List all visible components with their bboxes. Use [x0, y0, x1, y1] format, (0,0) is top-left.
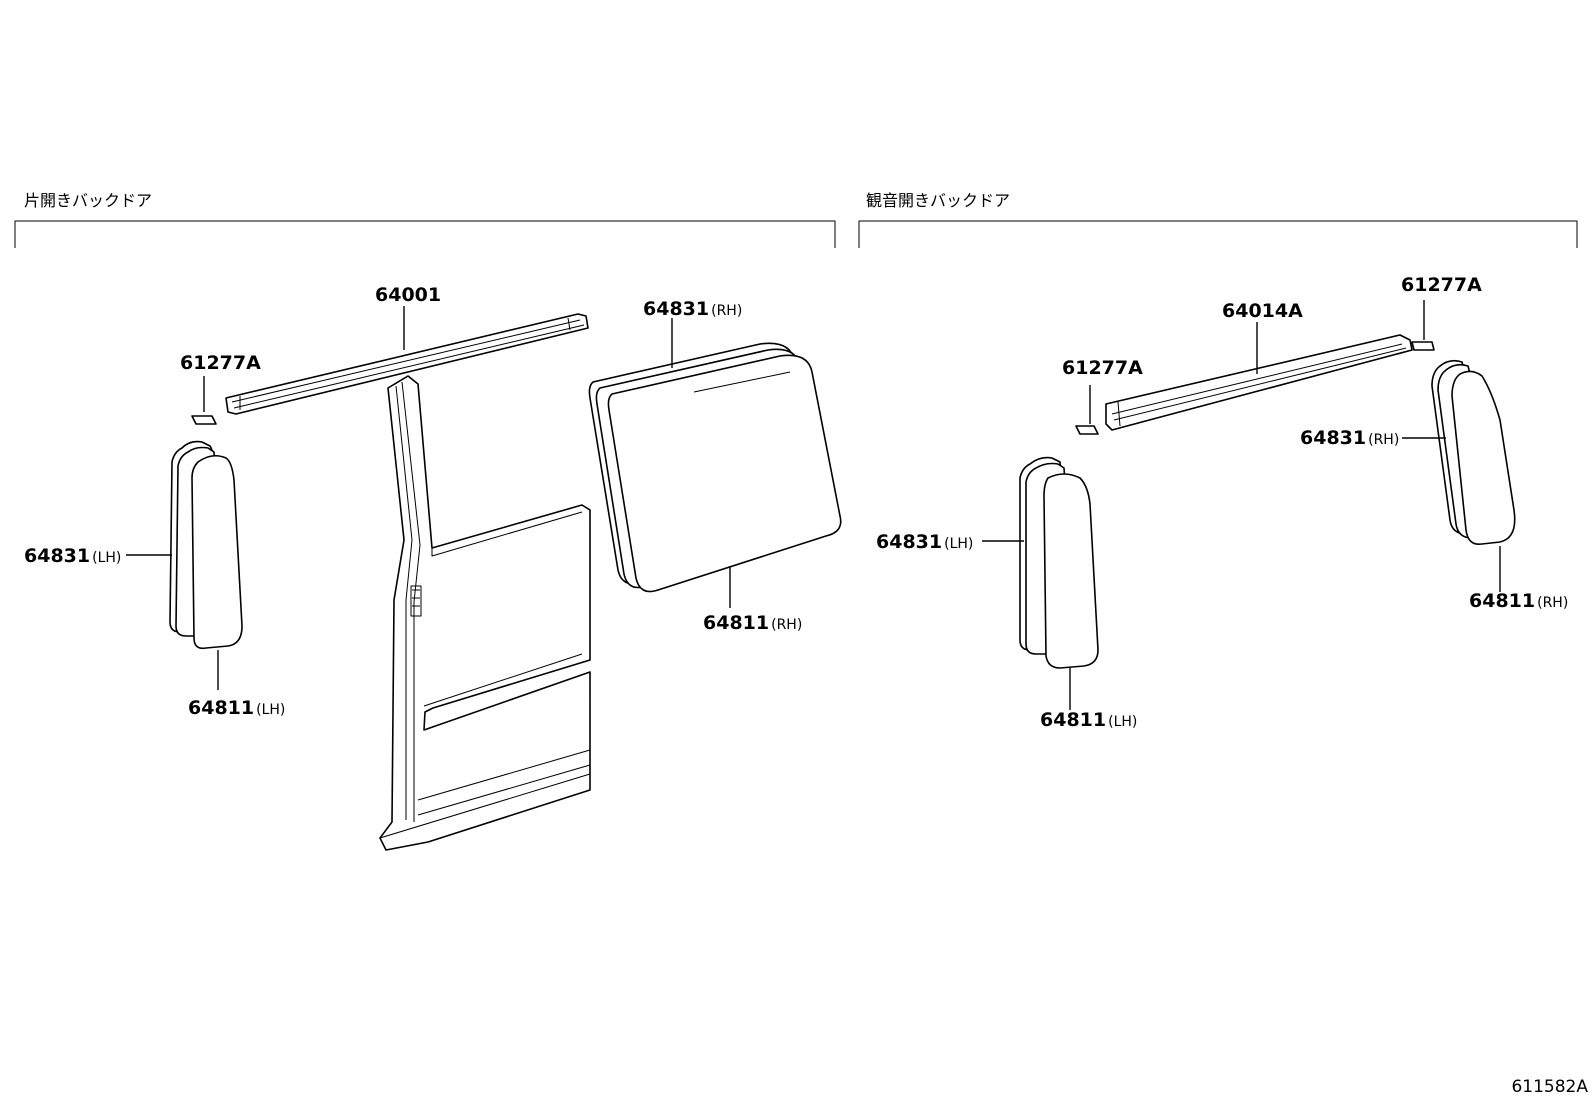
part-side: (RH) — [1368, 432, 1399, 448]
leader-lines-right — [982, 300, 1501, 710]
diagram-id: 611582A — [1511, 1077, 1588, 1097]
part-side: (RH) — [771, 617, 802, 633]
svg-text:64831(LH): 64831(LH) — [24, 545, 121, 567]
part-number: 64811 — [1469, 590, 1535, 612]
part-number: 64811 — [188, 697, 254, 719]
svg-text:64811(RH): 64811(RH) — [1469, 590, 1568, 612]
svg-text:64811(RH): 64811(RH) — [703, 612, 802, 634]
svg-text:61277A: 61277A — [1401, 274, 1482, 296]
part-window-rh-large — [588, 342, 842, 593]
svg-text:61277A: 61277A — [1062, 357, 1143, 379]
svg-text:64831(RH): 64831(RH) — [1300, 427, 1399, 449]
part-window-rh-right — [1431, 359, 1516, 546]
svg-text:64831(LH): 64831(LH) — [876, 531, 973, 553]
part-number: 64831 — [1300, 427, 1366, 449]
part-clip-61277a-right-left — [1075, 425, 1099, 435]
callout-64811-rh-left: 64811(RH) — [703, 612, 802, 634]
callout-61277a-right-left: 61277A — [1062, 357, 1143, 379]
group-right-header: 観音開きバックドア — [858, 191, 1578, 248]
part-roof-rail-64014a — [1105, 334, 1413, 431]
group-left-header: 片開きバックドア — [14, 191, 836, 248]
group-title-single-door: 片開きバックドア — [24, 191, 152, 210]
part-number: 61277A — [180, 352, 261, 374]
svg-text:64001: 64001 — [375, 284, 441, 306]
part-number: 64831 — [24, 545, 90, 567]
callout-64014a: 64014A — [1222, 300, 1303, 322]
part-clip-61277a-left — [191, 415, 217, 425]
callout-61277a-left: 61277A — [180, 352, 261, 374]
svg-text:64831(RH): 64831(RH) — [643, 298, 742, 320]
svg-text:61277A: 61277A — [180, 352, 261, 374]
part-side: (RH) — [711, 303, 742, 319]
part-side: (LH) — [1108, 714, 1137, 730]
part-side: (LH) — [92, 550, 121, 566]
part-number: 61277A — [1062, 357, 1143, 379]
callout-64831-lh-left: 64831(LH) — [24, 545, 121, 567]
part-side: (LH) — [944, 536, 973, 552]
callout-64811-rh-right: 64811(RH) — [1469, 590, 1568, 612]
part-number: 64811 — [703, 612, 769, 634]
svg-text:64811(LH): 64811(LH) — [1040, 709, 1137, 731]
group-title-double-door: 観音開きバックドア — [866, 191, 1010, 210]
part-number: 64001 — [375, 284, 441, 306]
callout-64831-rh-left: 64831(RH) — [643, 298, 742, 320]
part-quarter-panel — [379, 375, 591, 851]
part-clip-61277a-right-top — [1411, 341, 1435, 351]
group-left-bracket — [14, 220, 836, 248]
callout-64831-rh-right: 64831(RH) — [1300, 427, 1399, 449]
callout-64811-lh-right: 64811(LH) — [1040, 709, 1137, 731]
part-number: 61277A — [1401, 274, 1482, 296]
leader-lines-left — [126, 306, 731, 690]
callout-64811-lh-left: 64811(LH) — [188, 697, 285, 719]
part-window-lh-small — [169, 440, 243, 650]
svg-text:64811(LH): 64811(LH) — [188, 697, 285, 719]
group-right-bracket — [858, 220, 1578, 248]
callout-61277a-right-top: 61277A — [1401, 274, 1482, 296]
part-side: (RH) — [1537, 595, 1568, 611]
part-number: 64831 — [876, 531, 942, 553]
part-window-lh-right — [1019, 456, 1099, 669]
part-roof-rail-64001 — [225, 313, 589, 415]
callout-64831-lh-right: 64831(LH) — [876, 531, 973, 553]
part-number: 64014A — [1222, 300, 1303, 322]
part-number: 64831 — [643, 298, 709, 320]
callout-64001: 64001 — [375, 284, 441, 306]
part-side: (LH) — [256, 702, 285, 718]
part-number: 64811 — [1040, 709, 1106, 731]
svg-text:64014A: 64014A — [1222, 300, 1303, 322]
